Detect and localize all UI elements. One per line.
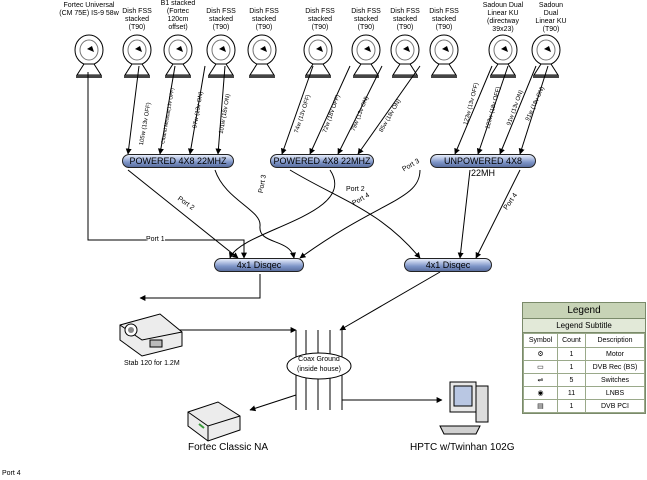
dish-label: Sadoun Dual Linear KU (directway 39x23) (482, 2, 524, 33)
dvb-receiver-icon (187, 401, 241, 442)
ground-line2: (inside house) (297, 366, 341, 373)
legend-count: 11 (556, 386, 586, 400)
legend-title: Legend (523, 303, 645, 319)
legend-row: ⚙ 1 Motor (523, 347, 646, 361)
legend-row: ⇌ 5 Switches (523, 373, 646, 387)
legend-desc: LNBS (584, 386, 646, 400)
stab-label: Stab 120 for 1.2M (124, 360, 180, 367)
legend-count: 5 (556, 373, 586, 387)
legend-header: Symbol (523, 333, 558, 348)
legend-count: 1 (556, 347, 586, 361)
powered-switch-1: POWERED 4X8 22MHZ (122, 154, 234, 168)
lower-cables (139, 271, 443, 412)
legend-desc: Switches (584, 373, 646, 387)
dish-label: Dish FSS stacked (T90) (305, 8, 335, 31)
port-label: Port 1 (146, 236, 165, 244)
legend-row: ◉ 11 LNBS (523, 386, 646, 400)
dish-label: Dish FSS stacked (T90) (351, 8, 381, 31)
dish-label: Sadoun Dual Linear KU (T90) (535, 2, 567, 33)
legend-table: Symbol Count Description ⚙ 1 Motor ▭ 1 D… (523, 333, 646, 413)
dish-label: Dish FSS stacked (T90) (122, 8, 152, 31)
legend-box: Legend Legend Subtitle Symbol Count Desc… (522, 302, 646, 414)
legend-header: Count (556, 333, 586, 348)
dish-label: B1 stacked (Fortec 120cm offset) (160, 0, 196, 31)
legend-desc: Motor (584, 347, 646, 361)
port-label: Port 4 (2, 470, 21, 477)
port-label: Port 2 (346, 186, 365, 193)
dish-label: Dish FSS stacked (T90) (429, 8, 459, 31)
ground-line1: Coax Ground (298, 356, 340, 363)
motor-icon: ⚙ (523, 347, 558, 361)
legend-row: ▭ 1 DVB Rec (BS) (523, 360, 646, 374)
pc-icon (439, 381, 489, 435)
dish-label: Dish FSS stacked (T90) (206, 8, 236, 31)
legend-row: ▤ 1 DVB PCI (523, 399, 646, 413)
dvb-rec-icon: ▭ (523, 360, 558, 374)
legend-desc: DVB Rec (BS) (584, 360, 646, 374)
disqec-switch-1: 4x1 Disqec (214, 258, 304, 272)
disqec-switch-2: 4x1 Disqec (404, 258, 492, 272)
legend-desc: DVB PCI (584, 399, 646, 413)
dish-label: Dish FSS stacked (T90) (390, 8, 420, 31)
motor-icon (119, 313, 183, 357)
legend-count: 1 (556, 399, 586, 413)
htpc-label: HPTC w/Twinhan 102G (410, 442, 515, 453)
coax-ground-node (286, 352, 352, 380)
dish-label: Dish FSS stacked (T90) (249, 8, 279, 31)
powered-switch-2: POWERED 4X8 22MHZ (270, 154, 374, 168)
legend-count: 1 (556, 360, 586, 374)
legend-subtitle: Legend Subtitle (523, 319, 645, 333)
pci-icon: ▤ (523, 399, 558, 413)
switch-icon: ⇌ (523, 373, 558, 387)
dish-label: Fortec Universal (CM 75E) IS-9 58w (59, 2, 119, 17)
legend-header: Description (584, 333, 646, 348)
unpowered-switch: UNPOWERED 4X8 22MH (430, 154, 536, 178)
lnb-icon: ◉ (523, 386, 558, 400)
fortec-label: Fortec Classic NA (188, 442, 269, 453)
dish-group (74, 34, 561, 79)
dish-cables (125, 65, 549, 155)
port-cables (87, 72, 521, 259)
